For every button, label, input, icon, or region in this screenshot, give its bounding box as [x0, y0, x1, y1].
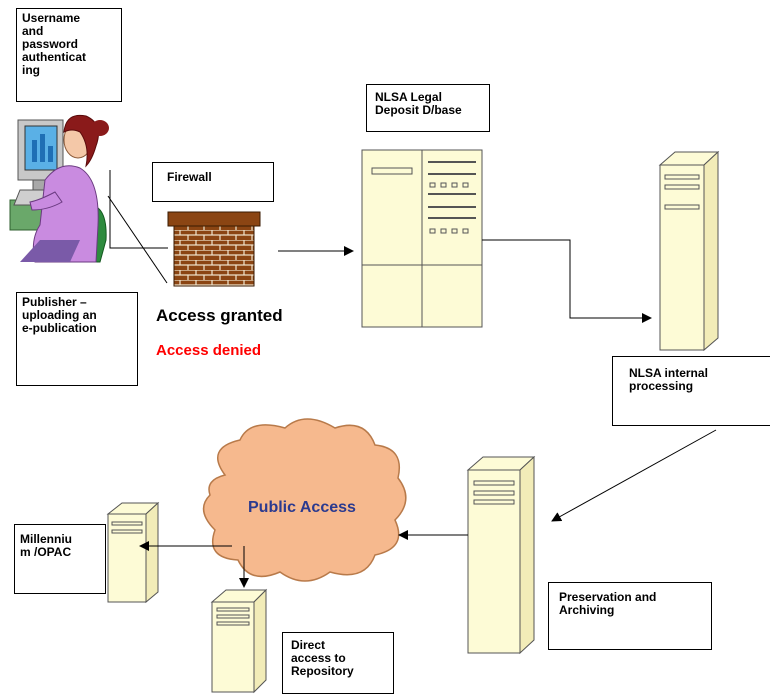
internal-processing-server-icon [658, 150, 720, 352]
connectors [107, 170, 717, 588]
legal-deposit-box: NLSA Legal Deposit D/base [366, 84, 490, 132]
direct-access-box: Direct access to Repository [282, 632, 394, 694]
access-granted-label: Access granted [156, 306, 283, 325]
repository-server-icon [210, 588, 268, 694]
legal-deposit-server-icon [361, 149, 483, 328]
publisher-box: Publisher – uploading an e-publication [16, 292, 138, 386]
person-at-computer-icon [9, 114, 109, 263]
cloud-icon [202, 418, 407, 582]
public-access-label: Public Access [248, 499, 356, 516]
opac-server-icon [106, 501, 160, 604]
millennium-opac-box: Millenniu m /OPAC [14, 524, 106, 594]
preservation-box: Preservation and Archiving [548, 582, 712, 650]
firewall-box: Firewall [152, 162, 274, 202]
username-password-box: Username and password authenticat ing [16, 8, 122, 102]
access-denied-label: Access denied [156, 342, 262, 359]
preservation-server-icon [466, 455, 536, 655]
internal-processing-box: NLSA internal processing [612, 356, 770, 426]
firewall-brick-wall-icon [167, 211, 261, 287]
